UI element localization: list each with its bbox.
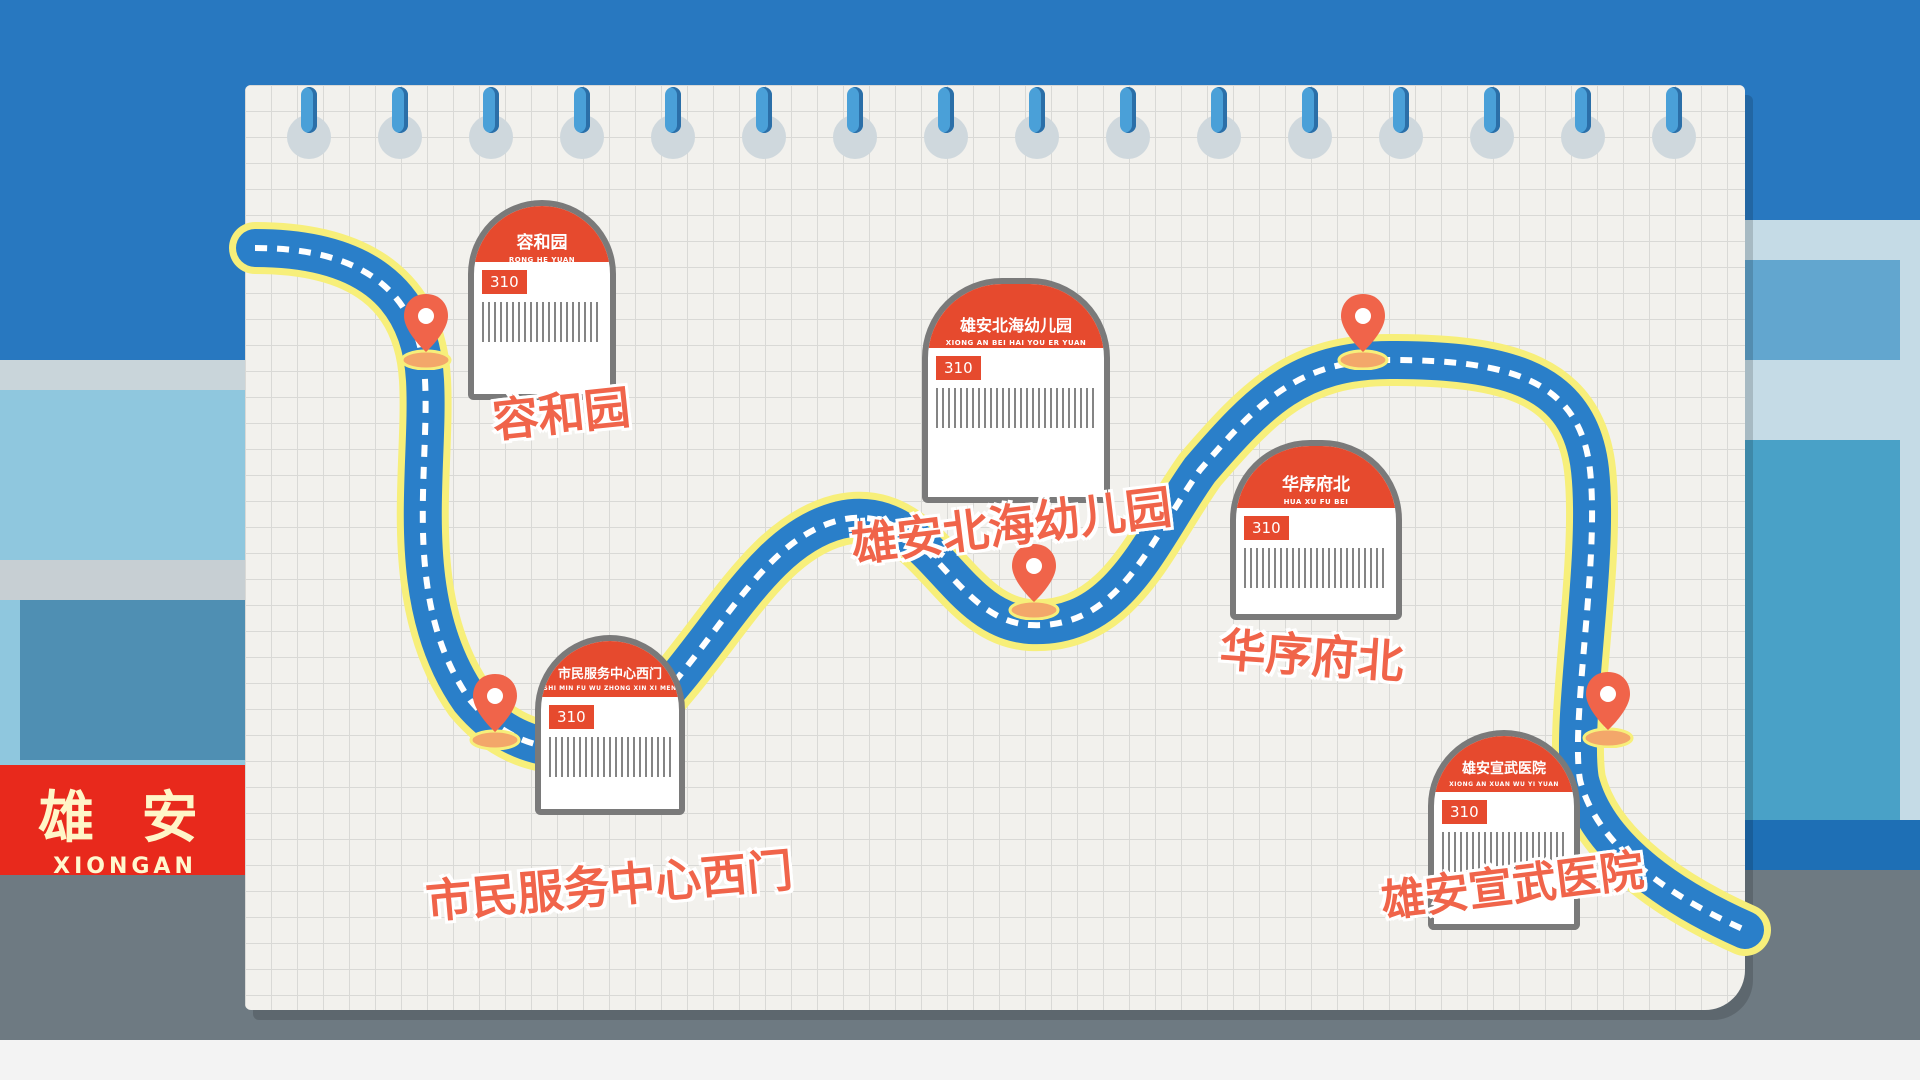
timetable — [482, 302, 602, 342]
sign-name: 华序府北 — [1282, 475, 1350, 495]
location-pin-icon — [1008, 544, 1060, 620]
bus-stop-sign: 市民服务中心西门 SHI MIN FU WU ZHONG XIN XI MEN … — [535, 635, 685, 815]
sign-pinyin: XIONG AN BEI HAI YOU ER YUAN — [945, 339, 1087, 347]
sign-name: 雄安北海幼儿园 — [959, 316, 1072, 335]
timetable — [1244, 548, 1388, 588]
bus-stop-sign: 华序府北 HUA XU FU BEI 310 — [1230, 440, 1402, 620]
route-number: 310 — [482, 270, 527, 294]
route-number: 310 — [936, 356, 981, 380]
spiral-ring-icon — [378, 87, 422, 159]
spiral-ring-icon — [924, 87, 968, 159]
spiral-ring-icon — [469, 87, 513, 159]
location-pin-icon — [469, 674, 521, 750]
sign-pinyin: HUA XU FU BEI — [1283, 498, 1349, 506]
sign-pinyin: XIONG AN XUAN WU YI YUAN — [1449, 781, 1559, 788]
spiral-ring-icon — [1015, 87, 1059, 159]
bus-stop-sign: 雄安北海幼儿园 XIONG AN BEI HAI YOU ER YUAN 310 — [922, 278, 1110, 503]
route-number: 310 — [549, 705, 594, 729]
bus-stop-sign: 雄安宣武医院 XIONG AN XUAN WU YI YUAN 310 — [1428, 730, 1580, 930]
sign-name: 市民服务中心西门 — [557, 667, 662, 682]
spiral-ring-icon — [1652, 87, 1696, 159]
spiral-ring-icon — [1106, 87, 1150, 159]
timetable — [936, 388, 1096, 428]
bus-stop-sign: 容和园 RONG HE YUAN 310 — [468, 200, 616, 400]
stop-label: 华序府北 — [1218, 622, 1406, 690]
spiral-ring-icon — [560, 87, 604, 159]
location-pin-icon — [1337, 294, 1389, 370]
spiral-ring-icon — [742, 87, 786, 159]
spiral-ring-icon — [833, 87, 877, 159]
timetable — [1442, 832, 1566, 872]
spiral-ring-icon — [1288, 87, 1332, 159]
xiongan-sign: 雄 安 XIONGAN — [0, 765, 250, 879]
sign-name: 雄安宣武医院 — [1462, 761, 1546, 777]
spiral-ring-icon — [651, 87, 695, 159]
timetable — [549, 737, 671, 777]
sign-name: 容和园 — [516, 233, 568, 253]
location-pin-icon — [1582, 672, 1634, 748]
route-number: 310 — [1442, 800, 1487, 824]
spiral-ring-icon — [1470, 87, 1514, 159]
spiral-ring-icon — [287, 87, 331, 159]
sign-pinyin: SHI MIN FU WU ZHONG XIN XI MEN — [543, 685, 677, 692]
spiral-ring-icon — [1197, 87, 1241, 159]
route-number: 310 — [1244, 516, 1289, 540]
sign-pinyin: RONG HE YUAN — [508, 256, 576, 264]
spiral-ring-icon — [1561, 87, 1605, 159]
brand-en: XIONGAN — [53, 854, 197, 879]
spiral-ring-icon — [1379, 87, 1423, 159]
location-pin-icon — [400, 294, 452, 370]
brand-cn: 雄 安 — [38, 786, 212, 851]
